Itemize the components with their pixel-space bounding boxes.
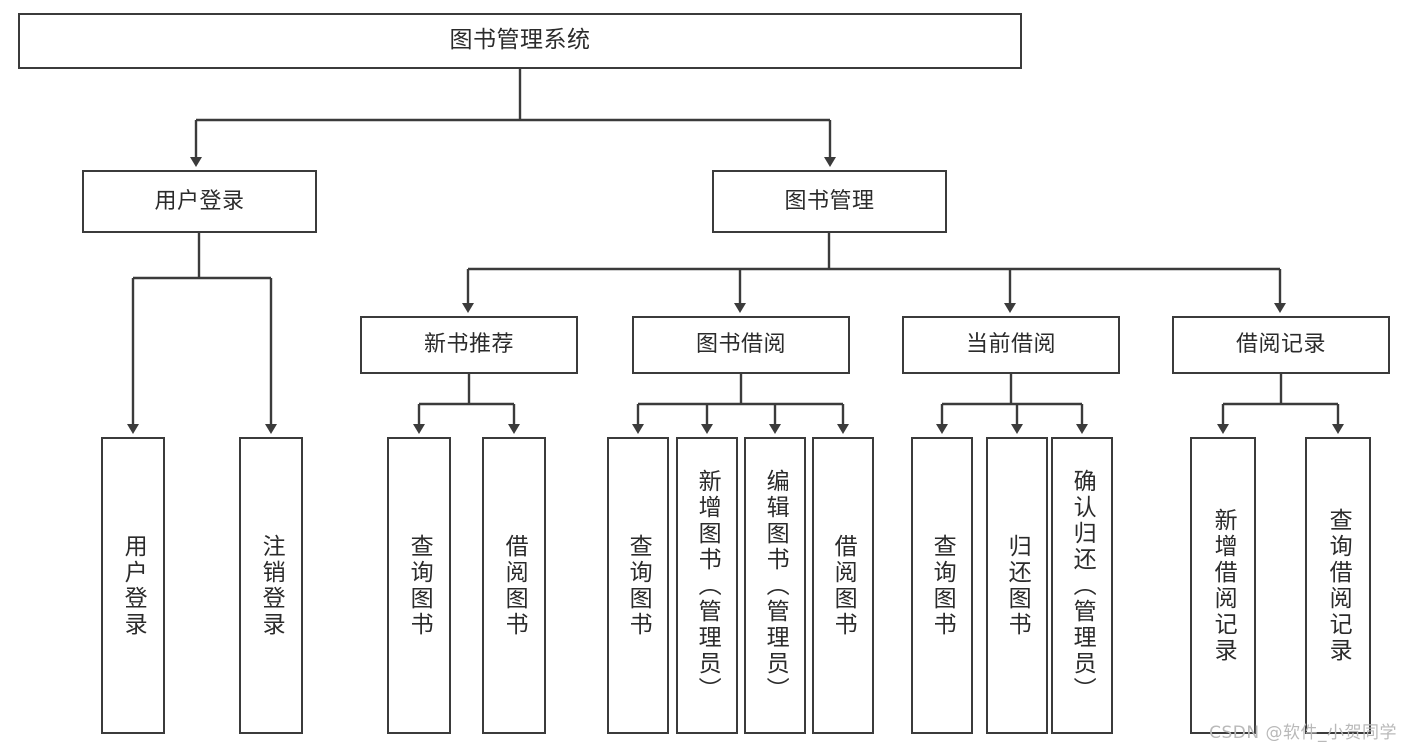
leaf-node[interactable]: 注销登录	[239, 437, 303, 734]
node-new-book-recommend[interactable]: 新书推荐	[360, 316, 578, 374]
node-borrow-record[interactable]: 借阅记录	[1172, 316, 1390, 374]
leaf-node-label: 查询图书	[625, 533, 652, 638]
leaf-node[interactable]: 归还图书	[986, 437, 1048, 734]
leaf-node[interactable]: 查询借阅记录	[1305, 437, 1371, 734]
leaf-node[interactable]: 确认归还（管理员）	[1051, 437, 1113, 734]
leaf-node-label: 新增借阅记录	[1210, 507, 1237, 664]
leaf-node[interactable]: 编辑图书（管理员）	[744, 437, 806, 734]
leaf-node[interactable]: 查询图书	[607, 437, 669, 734]
node-root-system[interactable]: 图书管理系统	[18, 13, 1022, 69]
leaf-node[interactable]: 借阅图书	[812, 437, 874, 734]
watermark: CSDN @软件_小贺同学	[1209, 723, 1397, 743]
leaf-node-label: 查询图书	[406, 533, 433, 638]
node-new-book-recommend-label: 新书推荐	[423, 332, 514, 358]
leaf-node-label: 新增图书（管理员）	[694, 468, 721, 703]
node-current-borrow[interactable]: 当前借阅	[902, 316, 1120, 374]
leaf-node[interactable]: 借阅图书	[482, 437, 546, 734]
node-root-label: 图书管理系统	[449, 27, 591, 54]
leaf-node-label: 借阅图书	[501, 533, 528, 638]
leaf-node-label: 查询借阅记录	[1325, 507, 1352, 664]
node-borrow-record-label: 借阅记录	[1235, 332, 1326, 358]
leaf-node[interactable]: 新增图书（管理员）	[676, 437, 738, 734]
node-book-borrow-label: 图书借阅	[695, 332, 786, 358]
leaf-node-label: 归还图书	[1004, 533, 1031, 638]
node-book-management[interactable]: 图书管理	[712, 170, 947, 233]
node-current-borrow-label: 当前借阅	[965, 332, 1056, 358]
leaf-node-label: 用户登录	[120, 533, 147, 638]
leaf-node-label: 借阅图书	[830, 533, 857, 638]
leaf-node-label: 编辑图书（管理员）	[762, 468, 789, 703]
node-book-management-label: 图书管理	[784, 188, 875, 214]
leaf-node-label: 注销登录	[258, 533, 285, 638]
node-book-borrow[interactable]: 图书借阅	[632, 316, 850, 374]
node-user-login[interactable]: 用户登录	[82, 170, 317, 233]
leaf-node[interactable]: 新增借阅记录	[1190, 437, 1256, 734]
node-user-login-label: 用户登录	[154, 188, 245, 214]
leaf-node[interactable]: 查询图书	[911, 437, 973, 734]
leaf-node[interactable]: 用户登录	[101, 437, 165, 734]
leaf-node-label: 确认归还（管理员）	[1069, 468, 1096, 703]
leaf-node[interactable]: 查询图书	[387, 437, 451, 734]
leaf-node-label: 查询图书	[929, 533, 956, 638]
